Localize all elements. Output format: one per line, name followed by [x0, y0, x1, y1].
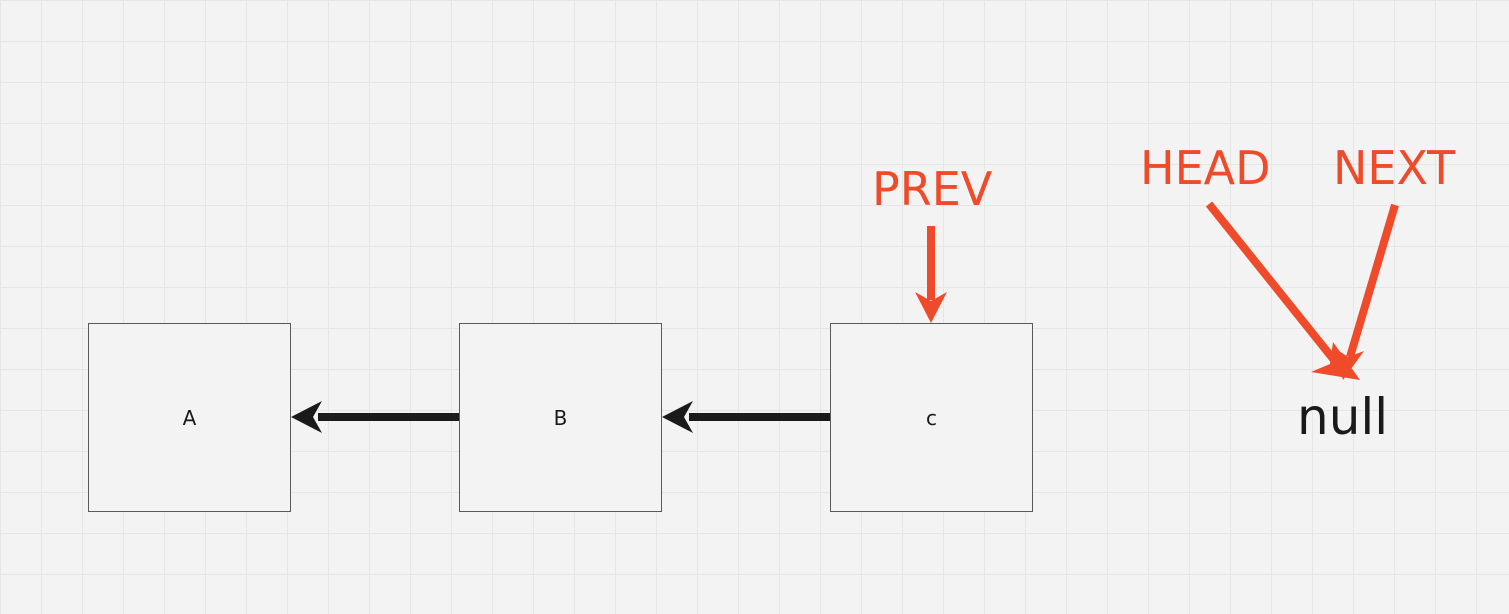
node-c: c: [830, 323, 1033, 512]
prev-pointer-arrow: [915, 226, 947, 323]
prev-pointer-label: PREV: [872, 162, 993, 216]
next-pointer-label: NEXT: [1333, 141, 1456, 195]
node-b: B: [459, 323, 662, 512]
head-pointer-label: HEAD: [1140, 141, 1271, 195]
node-a: A: [88, 323, 291, 512]
node-b-label: B: [553, 405, 568, 430]
node-c-label: c: [926, 405, 937, 430]
link-arrow-b-to-a: [291, 401, 459, 433]
node-a-label: A: [182, 405, 197, 430]
next-pointer-arrow: [1333, 203, 1399, 380]
head-pointer-arrow: [1205, 201, 1360, 380]
null-label: null: [1297, 388, 1389, 446]
link-arrow-c-to-b: [662, 401, 830, 433]
